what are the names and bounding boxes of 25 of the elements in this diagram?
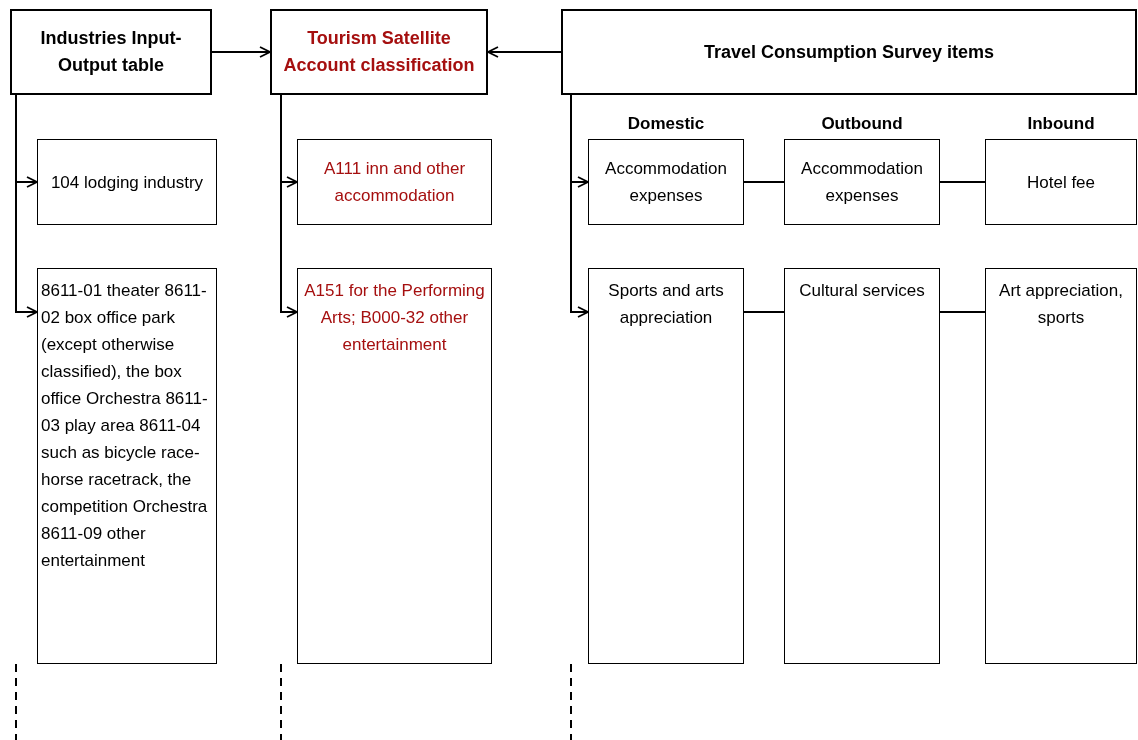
arrow — [570, 94, 589, 318]
item-box: Accommodation expenses — [784, 139, 940, 225]
connector-line — [939, 181, 986, 183]
item-box: Sports and arts appreciation — [588, 268, 744, 664]
arrow — [280, 94, 298, 318]
item-box: A151 for the Performing Arts; B000-32 other entertainment — [297, 268, 492, 664]
arrow — [211, 46, 271, 58]
arrow — [15, 94, 38, 318]
item-box: Art appreciation, sports — [985, 268, 1137, 664]
item-box: Cultural services — [784, 268, 940, 664]
header-box: Industries Input-Output table — [10, 9, 212, 95]
connector-line — [743, 311, 785, 313]
header-box: Tourism Satellite Account classification — [270, 9, 488, 95]
item-box: Accommodation expenses — [588, 139, 744, 225]
arrow — [487, 46, 562, 58]
item-box: 8611-01 theater 8611-02 box office park (except otherwise classified), the box office Orchestra 8611-03 play area 8611-04 such as bicycle race-horse racetrack, the competition Orchestra 8611-09 other entertainment — [37, 268, 217, 664]
item-box: Hotel fee — [985, 139, 1137, 225]
item-box: A111 inn and other accommodation — [297, 139, 492, 225]
column-heading: Outbound — [821, 114, 903, 133]
item-box: 104 lodging industry — [37, 139, 217, 225]
column-heading: Inbound — [1027, 114, 1095, 133]
header-box: Travel Consumption Survey items — [561, 9, 1137, 95]
connector-line — [743, 181, 785, 183]
connector-line — [939, 311, 986, 313]
column-heading: Domestic — [627, 114, 705, 133]
